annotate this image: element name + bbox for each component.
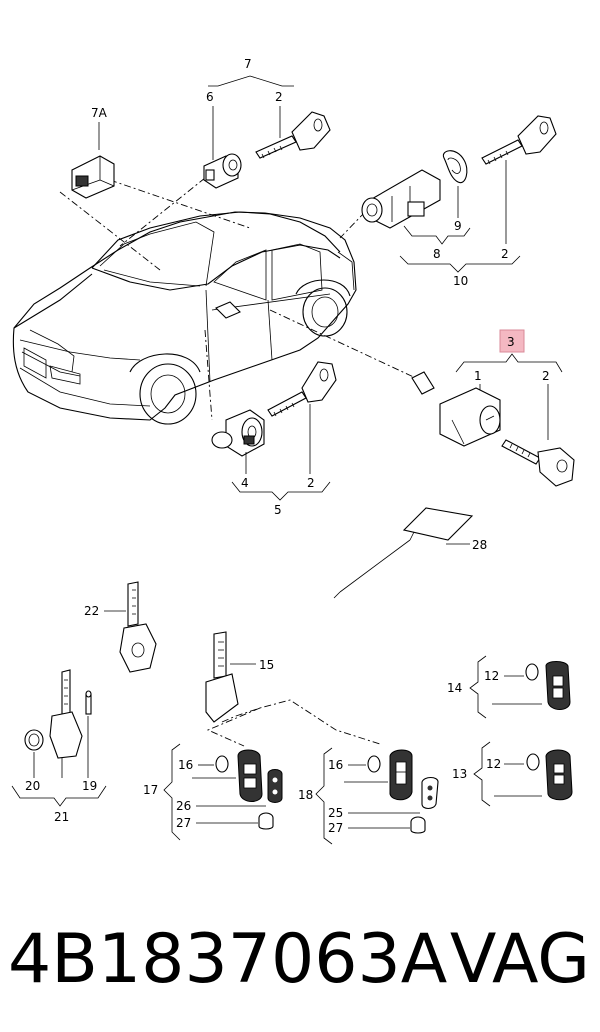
- group-3: 3 1 2: [411, 329, 575, 487]
- callout-12: 12: [486, 757, 501, 771]
- button-pad-icon: [267, 769, 283, 803]
- callout-12: 12: [484, 669, 499, 683]
- lock-cylinder-icon: [203, 153, 242, 189]
- pin-icon: [85, 690, 92, 715]
- remote-cap-icon: [526, 753, 540, 771]
- callout-18: 18: [298, 788, 313, 802]
- ring-icon: [442, 150, 468, 184]
- callout-16: 16: [178, 758, 193, 772]
- group-10: 9 8 2 10: [361, 115, 557, 288]
- callout-20: 20: [25, 779, 40, 793]
- callout-6: 6: [206, 90, 214, 104]
- callout-3: 3: [507, 335, 515, 349]
- parts-diagram: 7 6 2 7A: [11, 57, 575, 845]
- callout-27: 27: [328, 821, 343, 835]
- trunk-lock-cylinder-icon: [361, 169, 441, 229]
- key-icon: [267, 361, 337, 417]
- remote-cap-icon: [367, 755, 381, 773]
- key-icon: [501, 439, 575, 487]
- group-7: 7 6 2: [203, 57, 331, 189]
- callout-9: 9: [454, 219, 462, 233]
- battery-icon: [258, 812, 274, 830]
- key-icon: [49, 669, 83, 759]
- remote-cap-icon: [525, 663, 539, 681]
- key-icon: [255, 111, 331, 159]
- callout-7: 7: [244, 57, 252, 71]
- callout-27: 27: [176, 816, 191, 830]
- remote-fob-icon: [237, 749, 263, 802]
- callout-22: 22: [84, 604, 99, 618]
- remote-fob-icon: [545, 661, 571, 710]
- callout-16: 16: [328, 758, 343, 772]
- callout-25: 25: [328, 806, 343, 820]
- part-number: 4B1837063A: [8, 920, 448, 999]
- callout-14: 14: [447, 681, 462, 695]
- callout-2: 2: [307, 476, 315, 490]
- leader-lines: [59, 177, 421, 421]
- callout-4: 4: [241, 476, 249, 490]
- callout-2: 2: [501, 247, 509, 261]
- remote-fob-icon: [389, 749, 413, 801]
- group-17: 17 16 26 27: [143, 743, 283, 841]
- remote-cap-icon: [215, 755, 229, 773]
- callout-8: 8: [433, 247, 441, 261]
- highlight-box: [499, 329, 525, 353]
- door-lock-cylinder-icon: [411, 371, 501, 447]
- callout-26: 26: [176, 799, 191, 813]
- callout-13: 13: [452, 767, 467, 781]
- key-icon: [481, 115, 557, 165]
- group-14: 14 12: [447, 655, 571, 719]
- callout-2: 2: [275, 90, 283, 104]
- connector: [206, 699, 381, 747]
- group-15: 15: [205, 631, 274, 723]
- group-22: 22: [84, 581, 157, 673]
- button-pad-icon: [421, 776, 439, 810]
- coin-cell-icon: [24, 729, 44, 751]
- callout-10: 10: [453, 274, 468, 288]
- group-7a: 7A: [71, 106, 115, 199]
- remote-fob-icon: [545, 749, 573, 801]
- group-21: 20 19 21: [11, 669, 107, 824]
- key-icon: [119, 581, 157, 673]
- group-5: 4 2 5: [211, 361, 337, 517]
- key-icon: [205, 631, 239, 723]
- callout-28: 28: [472, 538, 487, 552]
- group-13: 13 12: [452, 741, 573, 807]
- part-number-caption: 4B1837063A VAG: [0, 905, 600, 1015]
- tag-icon: [333, 507, 474, 599]
- callout-5: 5: [274, 503, 282, 517]
- callout-1: 1: [474, 369, 482, 383]
- callout-7a: 7A: [91, 106, 108, 120]
- battery-icon: [410, 816, 426, 834]
- group-18: 18 16 25 27: [298, 747, 439, 845]
- switch-icon: [71, 155, 115, 199]
- brand-label: VAG: [449, 920, 590, 999]
- group-28: 28: [333, 507, 487, 599]
- callout-17: 17: [143, 783, 158, 797]
- callout-19: 19: [82, 779, 97, 793]
- callout-21: 21: [54, 810, 69, 824]
- lock-cylinder-icon: [211, 409, 265, 457]
- callout-15: 15: [259, 658, 274, 672]
- callout-2: 2: [542, 369, 550, 383]
